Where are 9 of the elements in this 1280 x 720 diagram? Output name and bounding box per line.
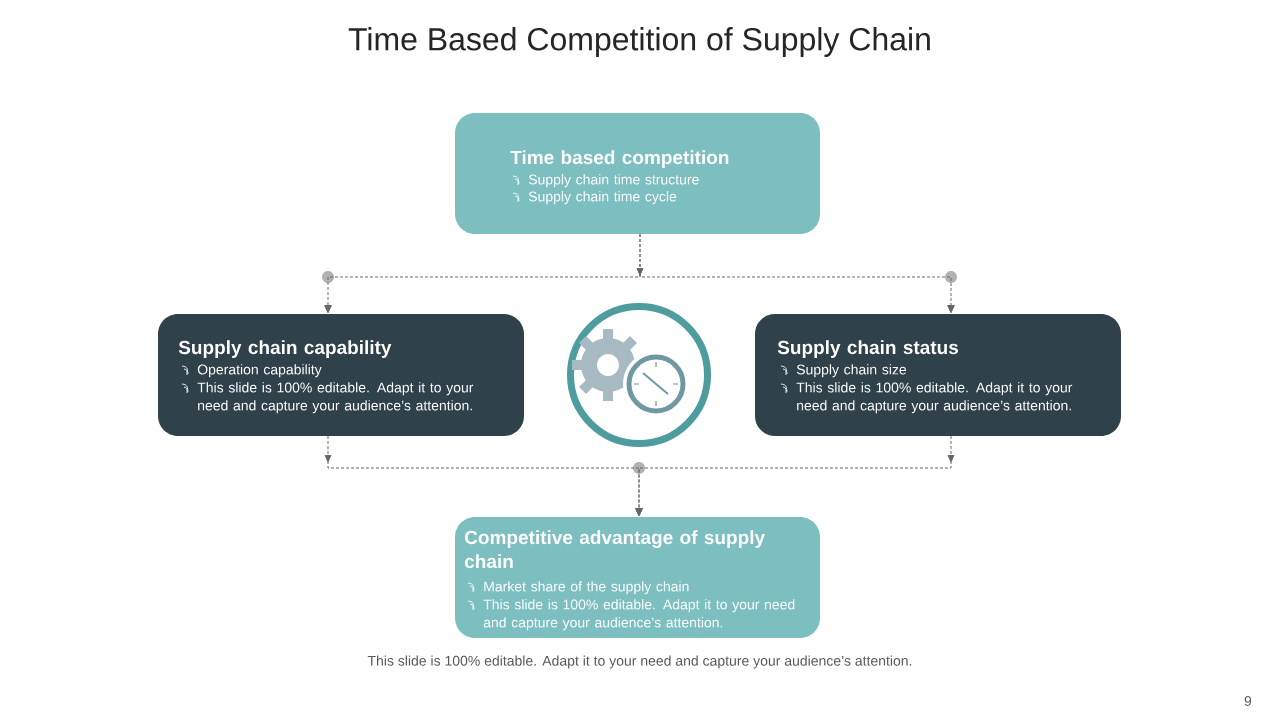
process-box: Supply chain status Supply chain size This slide is 100% editable. Adapt it to your need and capture your audience’s attention. [755,314,1121,436]
page-number: 9 [1244,696,1252,706]
title: Time Based Competition of Supply Chain [348,27,930,57]
footer-note: This slide is 100% editable. Adapt it to your need and capture your audience’s attention. [367,655,912,669]
arrow [636,233,955,314]
arrow [635,435,955,517]
process-box: Supply chain capability Operation capability This slide is 100% editable. Adapt it to your need and capture your audience’s attention. [158,314,524,436]
process-box: Competitive advantage of supply chain Market share of the supply chain This slide is 100% editable. Adapt it to your need and capture your audience’s attention. [455,517,820,638]
process-box: Time based competition Supply chain time structure Supply chain time cycle [455,113,820,234]
